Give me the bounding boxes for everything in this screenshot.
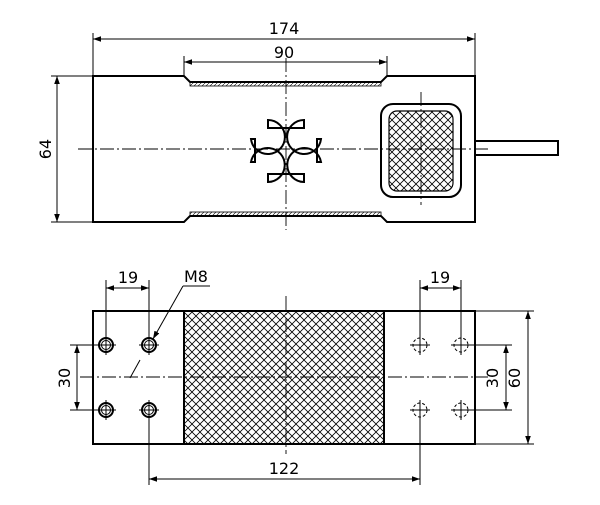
dim-19-right-label: 19 (430, 268, 450, 287)
left-mount-holes (96, 335, 159, 420)
dim-19-left-label: 19 (118, 268, 138, 287)
top-view: 174 90 64 (36, 19, 559, 230)
dim-64-label: 64 (36, 139, 55, 159)
m8-leader-line (152, 285, 184, 340)
cable (475, 140, 559, 156)
dim-60-label: 60 (505, 368, 524, 388)
hole-right-bottom-2 (451, 400, 471, 420)
hole-top-mid (139, 335, 159, 355)
strain-cutout (249, 118, 323, 184)
bottom-view: 19 M8 19 30 30 60 122 (55, 267, 534, 485)
bottom-recess-hatch (189, 211, 382, 217)
m8-leader-tail (129, 359, 141, 379)
dim-90-label: 90 (274, 43, 294, 62)
hole-bottom-left (96, 400, 116, 420)
dim-30-left-label: 30 (55, 368, 74, 388)
dim-122-label: 122 (269, 459, 300, 478)
dim-30-right-label: 30 (483, 368, 502, 388)
hole-right-top-1 (410, 335, 430, 355)
dim-174-label: 174 (269, 19, 300, 38)
center-hatch-block (183, 310, 385, 445)
hole-right-bottom-1 (410, 400, 430, 420)
m8-label: M8 (184, 267, 208, 286)
hole-bottom-mid (139, 400, 159, 420)
hole-right-top-2 (451, 335, 471, 355)
top-recess-hatch (189, 81, 382, 87)
right-mount-holes (410, 335, 471, 420)
